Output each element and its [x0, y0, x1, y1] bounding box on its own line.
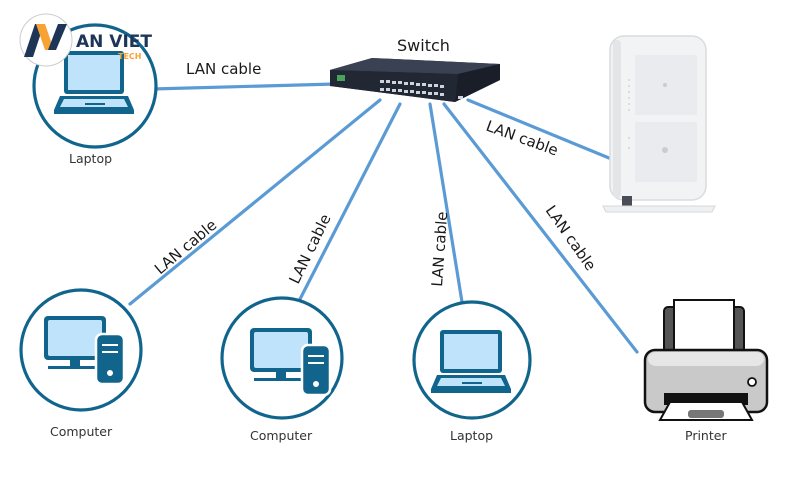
- node-computer-1: Computer: [19, 288, 143, 439]
- computer-1-label: Computer: [50, 424, 113, 439]
- cable-labels: LAN cable LAN cable LAN cable LAN cable …: [151, 60, 600, 287]
- network-switch: Switch: [330, 36, 500, 102]
- cable-label-laptop-bottom: LAN cable: [428, 211, 451, 287]
- logo-brand: AN VIET: [76, 32, 152, 52]
- cable-to-printer: [442, 102, 639, 354]
- printer-icon: [643, 299, 769, 421]
- wifi-router-icon: [602, 35, 716, 213]
- cable-to-computer-2: [296, 102, 402, 305]
- cable-label-computer-1: LAN cable: [151, 216, 220, 278]
- cable-to-computer-1: [128, 98, 382, 306]
- node-printer: Printer: [643, 299, 769, 443]
- desktop-computer-icon: [250, 328, 332, 397]
- printer-label: Printer: [685, 428, 727, 443]
- switch-label: Switch: [397, 36, 450, 55]
- laptop-icon: [54, 51, 134, 114]
- cable-to-router: [466, 98, 611, 160]
- desktop-computer-icon: [44, 316, 126, 386]
- logo-sub: TECH: [118, 52, 142, 61]
- cable-to-laptop-bottom: [428, 102, 464, 304]
- laptop-bottom-label: Laptop: [450, 428, 493, 443]
- laptop-top-label: Laptop: [69, 151, 112, 166]
- cables: [128, 81, 639, 354]
- laptop-icon: [431, 330, 511, 393]
- computer-2-label: Computer: [250, 428, 313, 443]
- node-laptop-bottom: Laptop: [412, 300, 532, 443]
- node-computer-2: Computer: [220, 296, 344, 443]
- cable-label-laptop-top: LAN cable: [186, 60, 261, 78]
- an-viet-tech-logo: AN VIET TECH: [19, 13, 152, 67]
- cable-label-printer: LAN cable: [542, 202, 600, 274]
- network-switch-icon: [330, 58, 500, 102]
